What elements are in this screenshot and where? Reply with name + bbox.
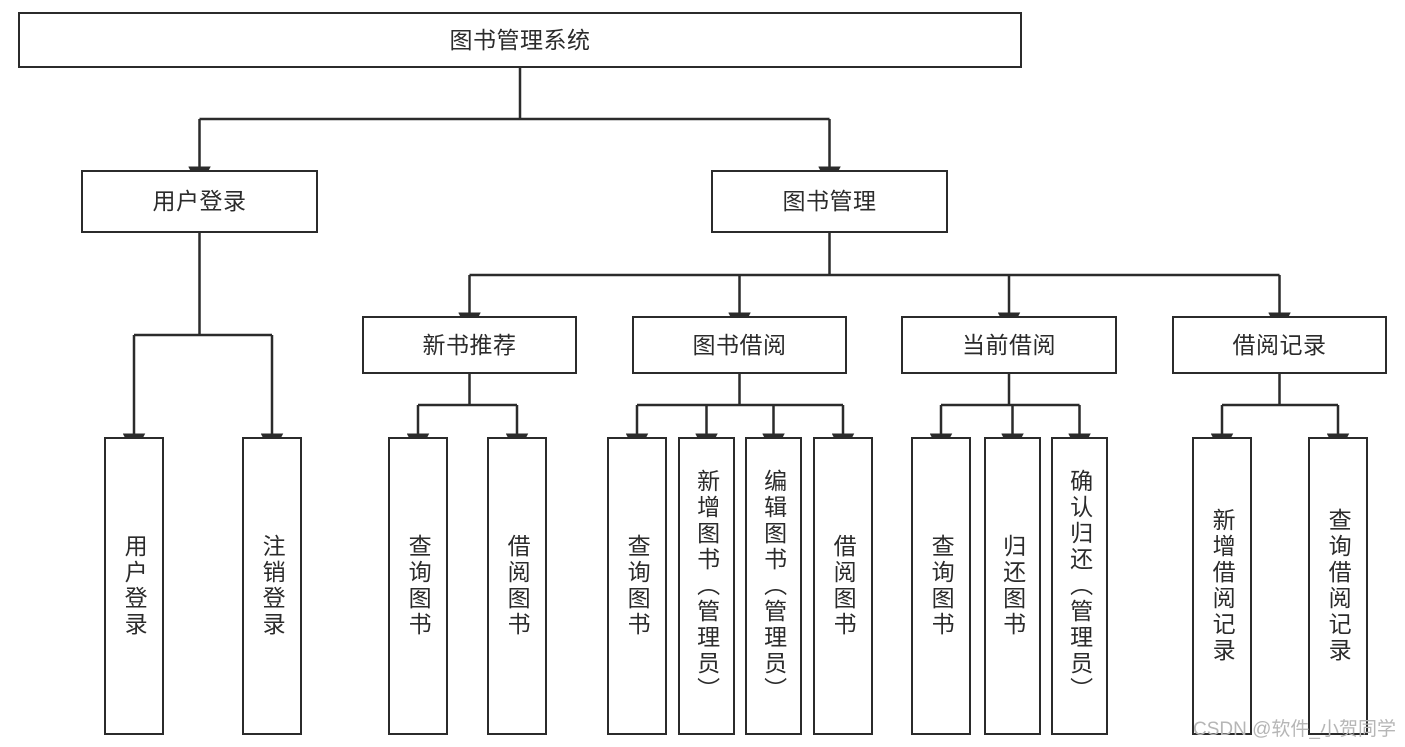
node-book-management-label: 图书管理 xyxy=(782,188,877,215)
node-book-management[interactable]: 图书管理 xyxy=(711,170,948,233)
node-leaf-borrow-book[interactable]: 借阅图书 xyxy=(813,437,873,735)
node-current-borrow-label: 当前借阅 xyxy=(962,331,1056,358)
node-leaf-query-borrow-record[interactable]: 查询借阅记录 xyxy=(1308,437,1368,735)
node-leaf-query-borrow-record-label: 查询借阅记录 xyxy=(1325,508,1352,664)
node-leaf-query-book-current-label: 查询图书 xyxy=(928,534,955,638)
node-leaf-user-login[interactable]: 用户登录 xyxy=(104,437,164,735)
node-leaf-borrow-book-rec[interactable]: 借阅图书 xyxy=(487,437,547,735)
node-leaf-return-book[interactable]: 归还图书 xyxy=(984,437,1041,735)
node-book-borrow[interactable]: 图书借阅 xyxy=(632,316,847,374)
node-root-label: 图书管理系统 xyxy=(449,26,591,53)
node-leaf-query-book-current[interactable]: 查询图书 xyxy=(911,437,971,735)
connector-lines xyxy=(122,68,1350,455)
node-leaf-confirm-return-admin[interactable]: 确认归还（管理员） xyxy=(1051,437,1108,735)
node-leaf-return-book-label: 归还图书 xyxy=(999,534,1026,638)
node-current-borrow[interactable]: 当前借阅 xyxy=(901,316,1117,374)
node-leaf-add-book-admin[interactable]: 新增图书（管理员） xyxy=(678,437,735,735)
node-new-book-recommend-label: 新书推荐 xyxy=(422,331,517,358)
node-leaf-logout-label: 注销登录 xyxy=(259,534,286,638)
node-leaf-edit-book-admin-label: 编辑图书（管理员） xyxy=(760,469,787,703)
node-user-login-label: 用户登录 xyxy=(152,188,247,215)
node-book-borrow-label: 图书借阅 xyxy=(692,331,787,358)
node-leaf-add-book-admin-label: 新增图书（管理员） xyxy=(693,469,720,703)
node-new-book-recommend[interactable]: 新书推荐 xyxy=(362,316,577,374)
node-leaf-query-book-rec[interactable]: 查询图书 xyxy=(388,437,448,735)
node-user-login[interactable]: 用户登录 xyxy=(81,170,318,233)
node-borrow-record[interactable]: 借阅记录 xyxy=(1172,316,1387,374)
node-leaf-user-login-label: 用户登录 xyxy=(121,534,148,638)
node-borrow-record-label: 借阅记录 xyxy=(1232,331,1327,358)
node-leaf-add-borrow-record[interactable]: 新增借阅记录 xyxy=(1192,437,1252,735)
node-leaf-confirm-return-admin-label: 确认归还（管理员） xyxy=(1066,469,1093,703)
node-leaf-edit-book-admin[interactable]: 编辑图书（管理员） xyxy=(745,437,802,735)
node-leaf-add-borrow-record-label: 新增借阅记录 xyxy=(1209,508,1236,664)
node-leaf-borrow-book-label: 借阅图书 xyxy=(830,534,857,638)
node-leaf-query-book-borrow[interactable]: 查询图书 xyxy=(607,437,667,735)
node-leaf-query-book-borrow-label: 查询图书 xyxy=(624,534,651,638)
node-leaf-logout[interactable]: 注销登录 xyxy=(242,437,302,735)
node-root[interactable]: 图书管理系统 xyxy=(18,12,1022,68)
node-leaf-borrow-book-rec-label: 借阅图书 xyxy=(504,534,531,638)
node-leaf-query-book-rec-label: 查询图书 xyxy=(405,534,432,638)
